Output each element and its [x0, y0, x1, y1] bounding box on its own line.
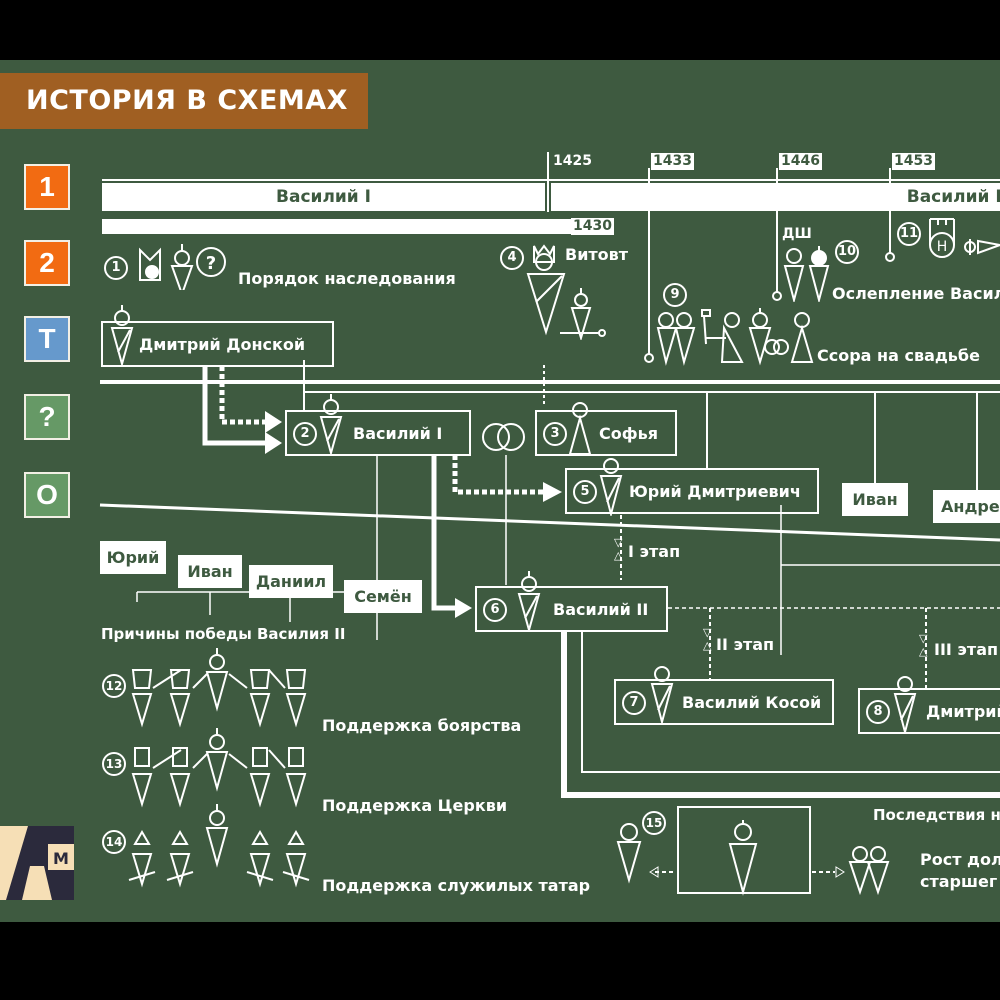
- event-prefix: ДШ: [782, 226, 812, 242]
- blinding-icons: [783, 246, 830, 302]
- title-bar: ИСТОРИЯ В СХЕМАХ: [0, 73, 368, 129]
- prince-icon: [319, 394, 343, 455]
- reign-bar-vasily-1: Василий I: [102, 183, 545, 211]
- yuri-son-box: Андре: [933, 490, 1000, 523]
- year-label: 1433: [651, 153, 694, 170]
- reason-number-badge: 14: [102, 830, 126, 854]
- event-number-badge: 11: [897, 222, 921, 246]
- reason-number-badge: 13: [102, 752, 126, 776]
- consequence-text-line-2: старшег: [920, 872, 998, 891]
- person-name: Юрий Дмитриевич: [629, 481, 801, 501]
- person-box-vasily-kosoy[interactable]: Василий Косой: [614, 679, 834, 725]
- reign-bar-vasily-2: Василий II: [551, 183, 1000, 211]
- person-box-vasily-1[interactable]: Василий I: [285, 410, 471, 456]
- stage-arrows-icon: ▽△: [703, 626, 712, 652]
- sidebar-item-1[interactable]: 1: [24, 164, 70, 210]
- person-number-badge: 8: [866, 700, 890, 724]
- event-label: Ссора на свадьбе: [817, 346, 980, 365]
- fortress-icon: Н: [929, 218, 1000, 258]
- reason-label: Поддержка Церкви: [322, 796, 508, 815]
- reasons-title: Причины победы Василия II: [101, 625, 346, 643]
- diagram-lines: [99, 152, 1000, 873]
- sidebar-item-answer[interactable]: О: [24, 472, 70, 518]
- svg-text:?: ?: [206, 253, 216, 274]
- prince-icon: [517, 571, 541, 632]
- stage-label: III этап: [934, 640, 999, 659]
- person-box-yuri-dmitrievich[interactable]: Юрий Дмитриевич: [565, 468, 819, 514]
- consequence-frame: [677, 806, 811, 894]
- year-label: 1425: [553, 153, 592, 169]
- event-number-badge: 1: [104, 256, 128, 280]
- person-box-sofya[interactable]: Софья: [535, 410, 677, 456]
- vitovt-icon: [526, 244, 592, 340]
- page-title: ИСТОРИЯ В СХЕМАХ: [26, 85, 348, 116]
- event-number-badge: 10: [835, 240, 859, 264]
- event-label: Витовт: [565, 245, 629, 264]
- reign-label: Василий I: [276, 187, 371, 207]
- person-box-dmitry-shemyaka[interactable]: Дмитрий: [858, 688, 1000, 734]
- logo-text: M: [53, 849, 69, 868]
- person-name: Софья: [599, 423, 658, 443]
- sidebar-item-2[interactable]: 2: [24, 240, 70, 286]
- publisher-logo: M: [0, 826, 74, 900]
- sibling-box: Даниил: [249, 565, 333, 598]
- prince-icon: [650, 666, 674, 724]
- reason-label: Поддержка служилых татар: [322, 876, 591, 895]
- consequence-text-line-1: Рост дол: [920, 850, 1000, 869]
- sidebar-item-question[interactable]: ?: [24, 394, 70, 440]
- person-name: Дмитрий Донской: [139, 334, 306, 354]
- person-number-badge: 6: [483, 598, 507, 622]
- person-name: Василий Косой: [682, 692, 822, 712]
- stage-arrows-icon: ▽△: [919, 632, 928, 658]
- year-label: 1453: [892, 153, 935, 170]
- person-number-badge: 7: [622, 691, 646, 715]
- event-number-badge: 4: [500, 246, 524, 270]
- stage-arrows-icon: ▽△: [614, 536, 623, 562]
- stage-label: I этап: [628, 542, 681, 561]
- reason-number-badge: 12: [102, 674, 126, 698]
- year-label: 1430: [571, 218, 614, 235]
- reason-label: Поддержка боярства: [322, 716, 522, 735]
- person-number-badge: 3: [543, 422, 567, 446]
- event-label: Ослепление Васил: [832, 284, 1000, 303]
- support-groups-icon: [128, 648, 310, 888]
- reign-label: Василий II: [906, 187, 1000, 207]
- prince-icon: [110, 305, 134, 366]
- sibling-box: Семён: [344, 580, 422, 613]
- year-label: 1446: [779, 153, 822, 170]
- stage-label: II этап: [716, 635, 775, 654]
- consequence-number-badge: 15: [642, 811, 666, 835]
- svg-text:Н: Н: [937, 239, 948, 255]
- yuri-son-box: Иван: [842, 483, 908, 516]
- event-label: Порядок наследования: [238, 269, 456, 288]
- prince-icon: [893, 676, 917, 734]
- history-diagram-board: ИСТОРИЯ В СХЕМАХ 1 2 Т ? О Василий I Вас…: [0, 60, 1000, 922]
- person-name: Дмитрий: [926, 701, 1000, 721]
- wedding-quarrel-icons: [656, 308, 814, 366]
- sibling-box: Иван: [178, 555, 242, 588]
- person-name: Василий I: [353, 423, 443, 443]
- prince-icon: [599, 458, 623, 516]
- sidebar-item-theory[interactable]: Т: [24, 316, 70, 362]
- person-number-badge: 2: [293, 422, 317, 446]
- person-box-vasily-2[interactable]: Василий II: [475, 586, 668, 632]
- princess-icon: [568, 402, 592, 455]
- event-number-badge: 9: [663, 283, 687, 307]
- sub-bar: 1430: [102, 218, 614, 235]
- consequences-title: Последствия н: [873, 806, 1000, 824]
- logo-am-icon: M: [0, 826, 74, 900]
- consequence-icons: [616, 820, 890, 896]
- person-box-dmitry-donskoy[interactable]: Дмитрий Донской: [101, 321, 334, 367]
- sibling-box: Юрий: [100, 541, 166, 574]
- person-number-badge: 5: [573, 480, 597, 504]
- person-name: Василий II: [553, 599, 649, 619]
- reasons-icons: [101, 648, 321, 908]
- succession-icons: ?: [139, 244, 226, 290]
